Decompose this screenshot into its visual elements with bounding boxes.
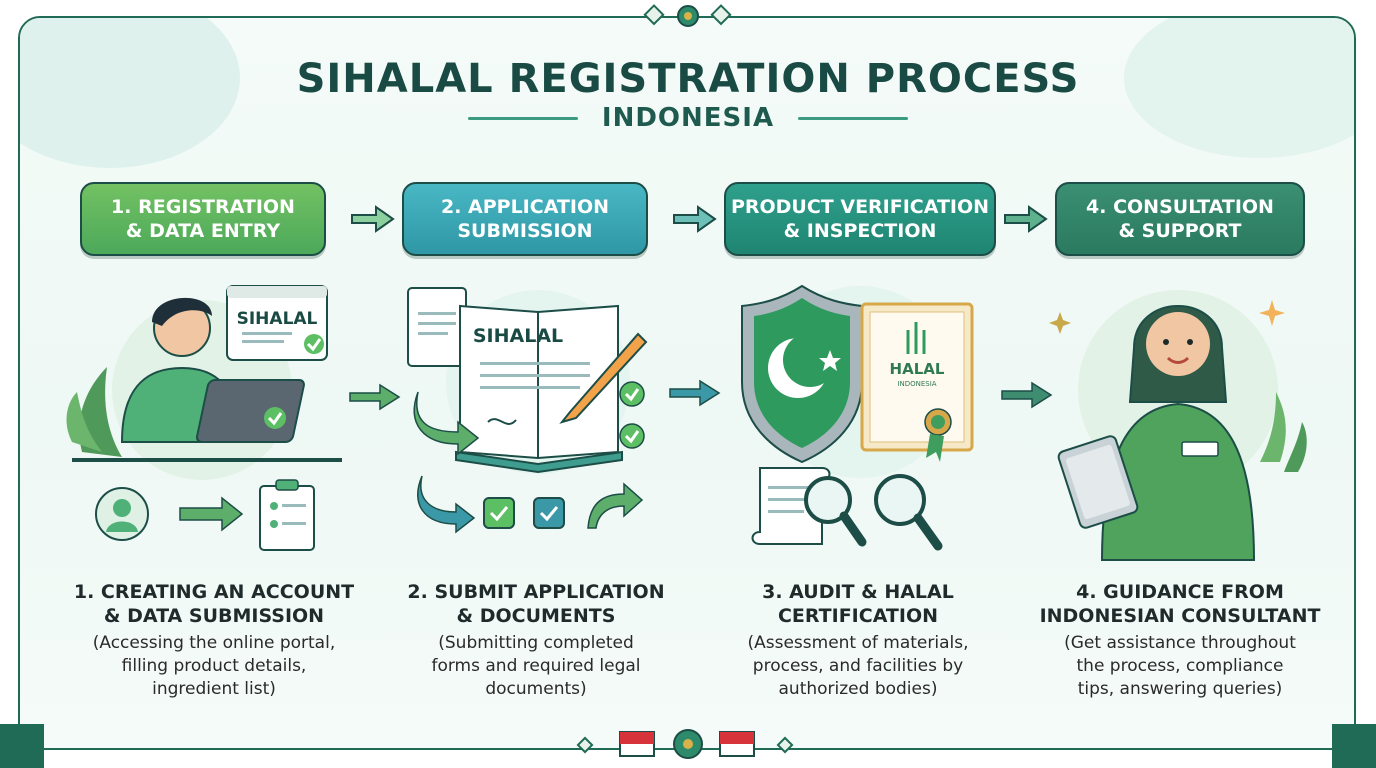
step-registration: 1. REGISTRATION& DATA ENTRY xyxy=(80,182,326,256)
step-label: 2. APPLICATION xyxy=(440,196,610,218)
caption-description-line: (Accessing the online portal, xyxy=(92,633,336,653)
corner-ornament xyxy=(0,724,44,768)
step-label: & DATA ENTRY xyxy=(125,220,281,242)
book-label: SIHALAL xyxy=(473,325,563,347)
caption-title-line: 3. AUDIT & HALAL xyxy=(762,581,954,603)
subtitle-row: INDONESIA xyxy=(0,102,1376,134)
subtitle-divider xyxy=(798,116,909,120)
caption-description-line: (Get assistance throughout xyxy=(1064,633,1296,653)
caption-description-line: tips, answering queries) xyxy=(1077,679,1283,699)
caption-description-line: filling product details, xyxy=(121,656,307,676)
arrow-right-icon xyxy=(673,205,717,233)
corner-ornament xyxy=(1332,724,1376,768)
caption-title: 4. GUIDANCE FROM INDONESIAN CONSULTANT xyxy=(1030,580,1330,628)
caption-description-line: authorized bodies) xyxy=(778,679,938,699)
caption-title: 3. AUDIT & HALAL CERTIFICATION xyxy=(708,580,1008,628)
caption-description: (Assessment of materials, process, and f… xyxy=(718,632,998,701)
arrow-right-icon xyxy=(351,205,395,233)
page-title: SIHALAL REGISTRATION PROCESS xyxy=(296,56,1080,102)
page-subtitle: INDONESIA xyxy=(601,103,775,133)
caption-title: 1. CREATING AN ACCOUNT & DATA SUBMISSION xyxy=(64,580,364,628)
caption-title-line: 2. SUBMIT APPLICATION xyxy=(407,581,665,603)
caption-title-line: INDONESIAN CONSULTANT xyxy=(1039,605,1321,627)
caption-title-line: & DATA SUBMISSION xyxy=(103,605,325,627)
step-label: & SUPPORT xyxy=(1118,220,1242,242)
caption-description-line: (Assessment of materials, xyxy=(747,633,969,653)
consultant-illustration xyxy=(1049,290,1307,561)
arrow-right-icon xyxy=(1001,381,1053,409)
caption-title: 2. SUBMIT APPLICATION & DOCUMENTS xyxy=(386,580,686,628)
subtitle-divider xyxy=(467,116,578,120)
step-label: SUBMISSION xyxy=(457,220,593,242)
caption-description-line: documents) xyxy=(485,679,587,699)
step-verification: PRODUCT VERIFICATION& INSPECTION xyxy=(724,182,996,256)
caption-title-line: & DOCUMENTS xyxy=(456,605,616,627)
arrow-right-icon xyxy=(349,383,401,411)
bottom-ornament xyxy=(576,729,794,759)
caption-description-line: forms and required legal xyxy=(431,656,641,676)
step-label: & INSPECTION xyxy=(783,220,937,242)
step-label: 4. CONSULTATION xyxy=(1086,196,1274,218)
caption-description: (Get assistance throughout the process, … xyxy=(1040,632,1320,701)
top-ornament xyxy=(643,4,732,27)
caption-description-line: process, and facilities by xyxy=(752,656,964,676)
certificate-subtitle: INDONESIA xyxy=(897,380,936,388)
step-label: 1. REGISTRATION xyxy=(111,196,295,218)
screen-label: SIHALAL xyxy=(237,309,318,329)
caption-description-line: (Submitting completed xyxy=(438,633,634,653)
caption-description: (Accessing the online portal, filling pr… xyxy=(74,632,354,701)
arrow-right-icon xyxy=(1004,205,1048,233)
caption-description-line: the process, compliance xyxy=(1076,656,1284,676)
registration-illustration: SIHALAL xyxy=(66,285,342,551)
caption-title-line: CERTIFICATION xyxy=(777,605,939,627)
caption-description-line: ingredient list) xyxy=(152,679,276,699)
caption-title-line: 4. GUIDANCE FROM xyxy=(1076,581,1284,603)
certificate-title: HALAL xyxy=(890,360,945,378)
step-consultation: 4. CONSULTATION& SUPPORT xyxy=(1055,182,1305,256)
verification-illustration: HALAL INDONESIA xyxy=(741,284,974,551)
caption-title-line: 1. CREATING AN ACCOUNT xyxy=(73,581,355,603)
caption-description: (Submitting completed forms and required… xyxy=(396,632,676,701)
arrow-right-icon xyxy=(669,379,721,407)
application-illustration: SIHALAL xyxy=(407,287,648,534)
step-label: PRODUCT VERIFICATION xyxy=(730,196,990,218)
